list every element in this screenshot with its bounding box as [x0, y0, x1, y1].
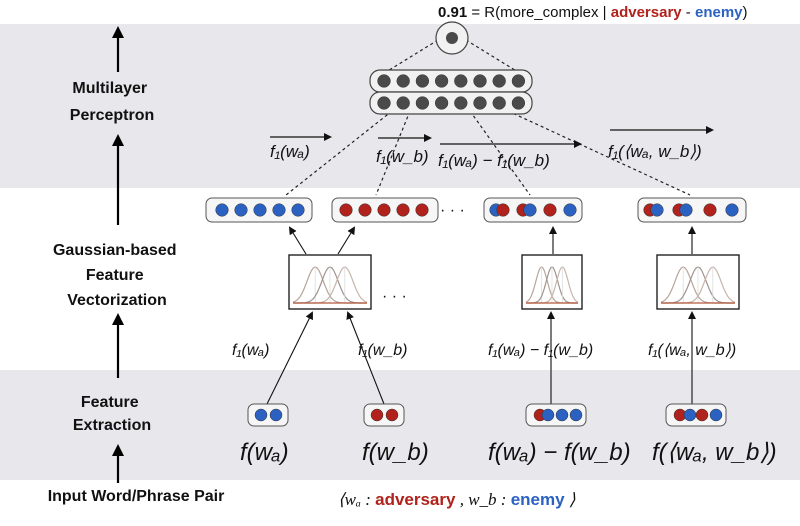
raw-vector-fb	[363, 403, 405, 427]
feature-dot	[703, 203, 717, 217]
formula-word-a: adversary	[611, 4, 683, 21]
hidden-neuron	[492, 96, 506, 110]
gaussian-box-3	[656, 254, 740, 310]
hidden-neuron	[434, 74, 449, 88]
feature-dot	[291, 203, 305, 217]
input-word-a: adversary	[375, 490, 456, 509]
bottom-label-diff: f(wₐ) − f(w_b)	[488, 439, 631, 466]
hidden-neuron	[377, 96, 391, 110]
raw-dot	[541, 408, 555, 422]
hidden-neuron	[473, 96, 487, 110]
hidden-layer-2	[369, 91, 533, 115]
feature-dot	[272, 203, 286, 217]
feature-dot	[650, 203, 664, 217]
raw-vector-fa	[247, 403, 289, 427]
raw-dot	[254, 408, 268, 422]
feature-dot	[543, 203, 557, 217]
hidden-neuron	[511, 96, 526, 110]
ellipsis-top: · · ·	[440, 202, 465, 219]
vector-label-pair: f₁(⟨wₐ, w_b⟩)	[608, 142, 702, 161]
hidden-neuron	[511, 74, 526, 88]
output-neuron	[435, 21, 469, 55]
hidden-neuron	[434, 96, 449, 110]
vector-label-fa: f₁(wₐ)	[270, 142, 310, 161]
hidden-neuron	[396, 96, 410, 110]
feature-dot	[396, 203, 410, 217]
hidden-neuron	[473, 74, 487, 88]
gaussian-to-vector-arrows	[288, 226, 696, 255]
raw-dot	[683, 408, 697, 422]
hidden-neuron	[377, 74, 391, 88]
score-formula: 0.91 = R(more_complex | adversary - enem…	[438, 4, 748, 21]
feature-dot	[253, 203, 267, 217]
input-pair: ⟨wₐ : adversary , w_b : enemy ⟩	[338, 490, 576, 509]
hidden-layer-1	[369, 69, 533, 93]
raw-dot	[569, 408, 583, 422]
feature-dot	[339, 203, 353, 217]
formula-word-b: enemy	[695, 4, 743, 21]
bottom-label-pair: f(⟨wₐ, w_b⟩)	[652, 439, 777, 466]
extraction-to-gaussian-arrows	[266, 311, 696, 405]
stage-label-extraction: Feature Extraction	[73, 394, 151, 434]
feature-dot	[234, 203, 248, 217]
raw-dot	[269, 408, 283, 422]
vector-label-diff: f₁(wₐ) − f₁(w_b)	[438, 151, 550, 170]
feature-vector-fa	[205, 197, 313, 223]
feature-vector-diff	[483, 197, 583, 223]
raw-dot	[709, 408, 723, 422]
stage-label-mlp: Multilayer Perceptron	[70, 80, 154, 124]
raw-vector-pair	[665, 403, 727, 427]
feature-dot	[496, 203, 510, 217]
mid-label-diff: f₁(wₐ) − f₁(w_b)	[488, 342, 593, 359]
gaussian-box-2	[521, 254, 583, 310]
feature-dot	[377, 203, 391, 217]
feature-dot	[679, 203, 693, 217]
mlp-connections	[285, 39, 691, 196]
feature-dot	[415, 203, 429, 217]
feature-dot	[215, 203, 229, 217]
input-word-b: enemy	[511, 490, 565, 509]
stage-label-gaussian: Gaussian-based Feature Vectorization	[53, 242, 181, 309]
raw-vector-diff	[525, 403, 587, 427]
raw-dot	[370, 408, 384, 422]
mid-label-pair: f₁(⟨wₐ, w_b⟩)	[648, 342, 736, 359]
feature-vector-pair	[637, 197, 747, 223]
ellipsis-mid: · · ·	[382, 288, 407, 305]
feature-dot	[563, 203, 577, 217]
raw-dot	[555, 408, 569, 422]
feature-dot	[523, 203, 537, 217]
raw-dot	[385, 408, 399, 422]
hidden-neuron	[454, 96, 468, 110]
gaussian-box-1	[288, 254, 372, 310]
hidden-neuron	[454, 74, 468, 88]
feature-dot	[725, 203, 739, 217]
hidden-neuron	[415, 74, 430, 88]
feature-vector-fb	[331, 197, 439, 223]
feature-dot	[358, 203, 372, 217]
hidden-neuron	[492, 74, 506, 88]
vector-arrow-overlines	[270, 126, 714, 148]
hidden-neuron	[415, 96, 430, 110]
vector-label-fb: f₁(w_b)	[376, 147, 429, 166]
score-value: 0.91	[438, 4, 467, 21]
mid-label-fa: f₁(wₐ)	[232, 342, 269, 359]
bottom-label-fa: f(wₐ)	[240, 439, 289, 466]
raw-dot	[695, 408, 709, 422]
mid-label-fb: f₁(w_b)	[358, 342, 408, 359]
hidden-neuron	[396, 74, 410, 88]
stage-label-input: Input Word/Phrase Pair	[48, 488, 225, 505]
bottom-label-fb: f(w_b)	[362, 439, 429, 466]
